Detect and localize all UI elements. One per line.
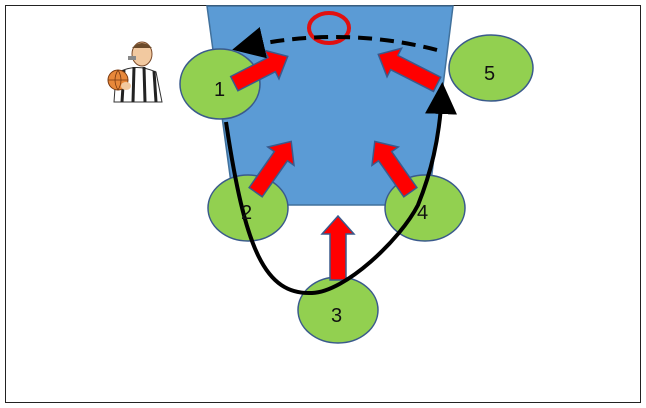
pass-dashed-line xyxy=(232,27,438,59)
player-3-label: 3 xyxy=(331,305,342,327)
player-5-circle[interactable] xyxy=(448,34,534,102)
player-2-label: 2 xyxy=(241,202,252,224)
movement-curve-line xyxy=(224,82,458,296)
player-1-label: 1 xyxy=(214,79,225,101)
basket-rim xyxy=(307,11,351,45)
referee-icon xyxy=(107,41,163,103)
arrow-player-1 xyxy=(229,49,289,92)
player-4-label: 4 xyxy=(417,202,428,224)
player-5-label: 5 xyxy=(484,63,495,85)
arrow-player-2 xyxy=(248,140,295,198)
player-2-circle[interactable] xyxy=(207,174,289,242)
arrow-player-4 xyxy=(371,140,418,198)
arrow-player-3 xyxy=(320,214,356,281)
arrow-player-5 xyxy=(377,47,442,93)
player-1-circle[interactable] xyxy=(179,48,261,120)
